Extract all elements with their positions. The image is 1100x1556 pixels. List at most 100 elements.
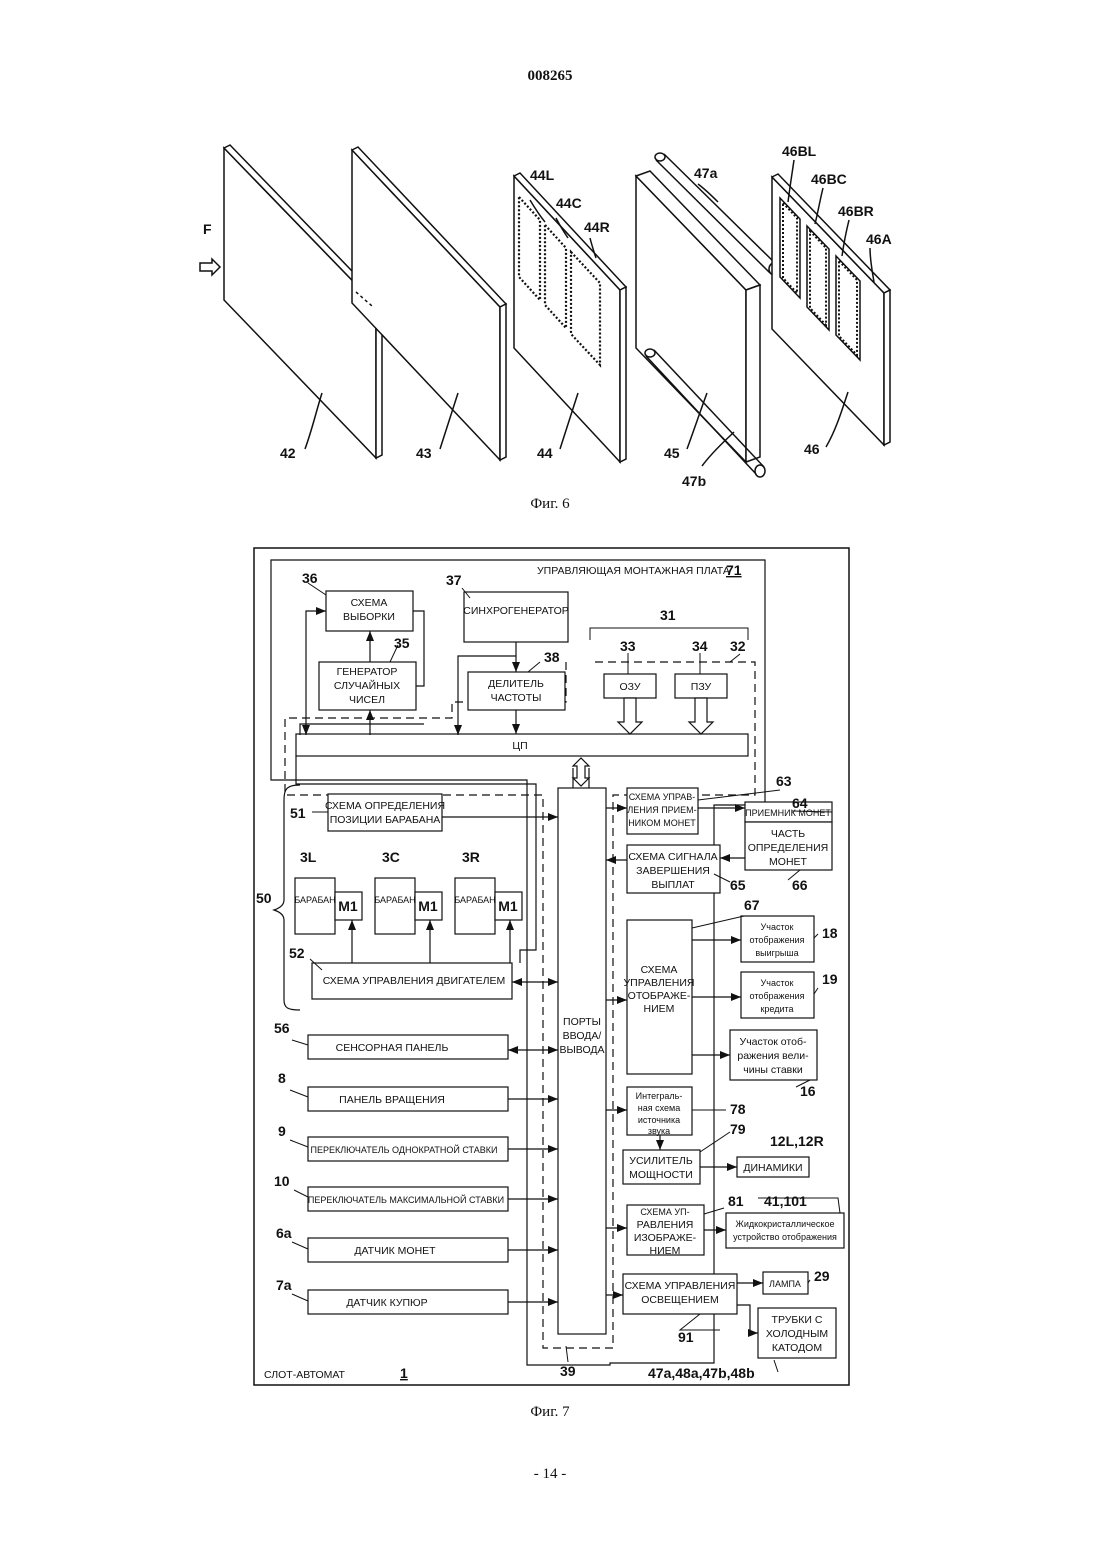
reel-3C-text: БАРАБАН [374,895,415,905]
ref-63: 63 [776,773,792,789]
win-disp-text-3: выигрыша [755,948,798,958]
ref-32: 32 [730,638,746,654]
coin-detect-text-1: ЧАСТЬ [771,828,805,840]
display-ctrl-text-2: УПРАВЛЕНИЯ [623,977,694,989]
cpu-text: ЦП [512,740,527,752]
ccfl-text-2: ХОЛОДНЫМ [766,1328,828,1340]
reel-pos-text-1: СХЕМА ОПРЕДЕЛЕНИЯ [325,800,445,812]
bracket-31 [590,628,748,640]
io-text-2: ВВОДА/ [563,1030,602,1042]
rng-text-1: ГЕНЕРАТОР [337,666,398,678]
ref-41-101: 41,101 [764,1193,807,1209]
ref-64: 64 [792,795,808,811]
label-44R: 44R [584,219,610,235]
io-ports-box [558,788,606,1334]
win-disp-text-2: отображения [750,935,805,945]
board-number: 71 [726,562,742,578]
image-ctrl-text-3: ИЗОБРАЖЕ- [634,1232,697,1244]
sync-text: СИНХРОГЕНЕРАТОР [463,605,569,617]
payout-text-2: ЗАВЕРШЕНИЯ [636,865,710,877]
motor-3L-text: M1 [338,898,358,914]
sound-ic-text-1: Интеграль- [636,1091,683,1101]
light-ctrl-text-2: ОСВЕЩЕНИЕМ [641,1294,718,1306]
board-title: УПРАВЛЯЮЩАЯ МОНТАЖНАЯ ПЛАТА [537,565,730,577]
bet-disp-text-3: чины ставки [743,1064,803,1076]
label-44L: 44L [530,167,555,183]
ref-52: 52 [289,945,305,961]
ref-34: 34 [692,638,708,654]
divider-text-1: ДЕЛИТЕЛЬ [488,678,544,690]
bet-disp-text-1: Участок отоб- [740,1036,807,1048]
label-44: 44 [537,445,553,461]
fig6-caption: Фиг. 6 [0,496,1100,513]
ref-31: 31 [660,607,676,623]
fig6-exploded-view [200,145,890,477]
reel-pos-text-2: ПОЗИЦИИ БАРАБАНА [330,814,441,826]
io-text-1: ПОРТЫ [563,1016,601,1028]
ref-3C: 3C [382,849,400,865]
rng-text-2: СЛУЧАЙНЫХ [334,679,400,692]
bill-sensor-text: ДАТЧИК КУПЮР [346,1297,427,1309]
label-42: 42 [280,445,296,461]
sampling-text-1: СХЕМА [351,597,388,609]
label-46BR: 46BR [838,203,874,219]
label-47b: 47b [682,473,706,489]
lcd-text-1: Жидкокристаллическое [736,1219,835,1229]
ref-12L-12R: 12L,12R [770,1133,824,1149]
max-bet-text: ПЕРЕКЛЮЧАТЕЛЬ МАКСИМАЛЬНОЙ СТАВКИ [308,1194,504,1205]
amp-text-1: УСИЛИТЕЛЬ [629,1155,693,1167]
coin-sensor-text: ДАТЧИК МОНЕТ [354,1245,436,1257]
sound-ic-text-3: источника [638,1115,680,1125]
io-text-3: ВЫВОДА [559,1044,604,1056]
credit-disp-text-1: Участок [761,978,794,988]
ref-29: 29 [814,1268,830,1284]
rng-text-3: ЧИСЕЛ [349,694,385,706]
ref-10: 10 [274,1173,290,1189]
reel-3L-text: БАРАБАН [294,895,335,905]
coin-ctrl-text-1: СХЕМА УПРАВ- [629,792,696,802]
ref-7a: 7a [276,1277,292,1293]
label-45: 45 [664,445,680,461]
reel-3R-text: БАРАБАН [454,895,495,905]
divider-text-2: ЧАСТОТЫ [491,692,542,704]
amp-text-2: МОЩНОСТИ [629,1169,693,1181]
display-ctrl-text-1: СХЕМА [641,964,678,976]
machine-title: СЛОТ-АВТОМАТ [264,1369,346,1381]
label-F: F [203,221,212,237]
ccfl-text-1: ТРУБКИ С [772,1314,823,1326]
ref-38: 38 [544,649,560,665]
label-47a: 47a [694,165,718,181]
ref-39: 39 [560,1363,576,1379]
ref-66: 66 [792,877,808,893]
label-46BL: 46BL [782,143,817,159]
win-disp-text-1: Участок [761,922,794,932]
sound-ic-text-4: звука [648,1126,670,1136]
lcd-text-2: устройство отображения [733,1232,837,1242]
reel-3C-box [375,878,415,934]
label-46BC: 46BC [811,171,847,187]
display-ctrl-text-3: ОТОБРАЖЕ- [628,990,691,1002]
coin-detect-text-2: ОПРЕДЕЛЕНИЯ [748,842,828,854]
spin-text: ПАНЕЛЬ ВРАЩЕНИЯ [339,1094,445,1106]
label-44C: 44C [556,195,582,211]
payout-text-1: СХЕМА СИГНАЛА [628,851,717,863]
label-46: 46 [804,441,820,457]
ref-9: 9 [278,1123,286,1139]
payout-text-3: ВЫПЛАТ [651,879,695,891]
ref-3L: 3L [300,849,317,865]
ref-47-48: 47a,48a,47b,48b [648,1365,755,1381]
ref-67: 67 [744,897,760,913]
ref-65: 65 [730,877,746,893]
touch-text: СЕНСОРНАЯ ПАНЕЛЬ [336,1042,449,1054]
ref-18: 18 [822,925,838,941]
ref-91: 91 [678,1329,694,1345]
ref-3R: 3R [462,849,480,865]
coin-recv-text: ПРИЕМНИК МОНЕТ [745,808,831,818]
fig7-caption: Фиг. 7 [0,1404,1100,1421]
image-ctrl-text-4: НИЕМ [650,1245,681,1257]
arrow-F [200,259,220,275]
coin-ctrl-text-2: ЛЕНИЯ ПРИЕМ- [627,805,696,815]
label-43: 43 [416,445,432,461]
ref-16: 16 [800,1083,816,1099]
